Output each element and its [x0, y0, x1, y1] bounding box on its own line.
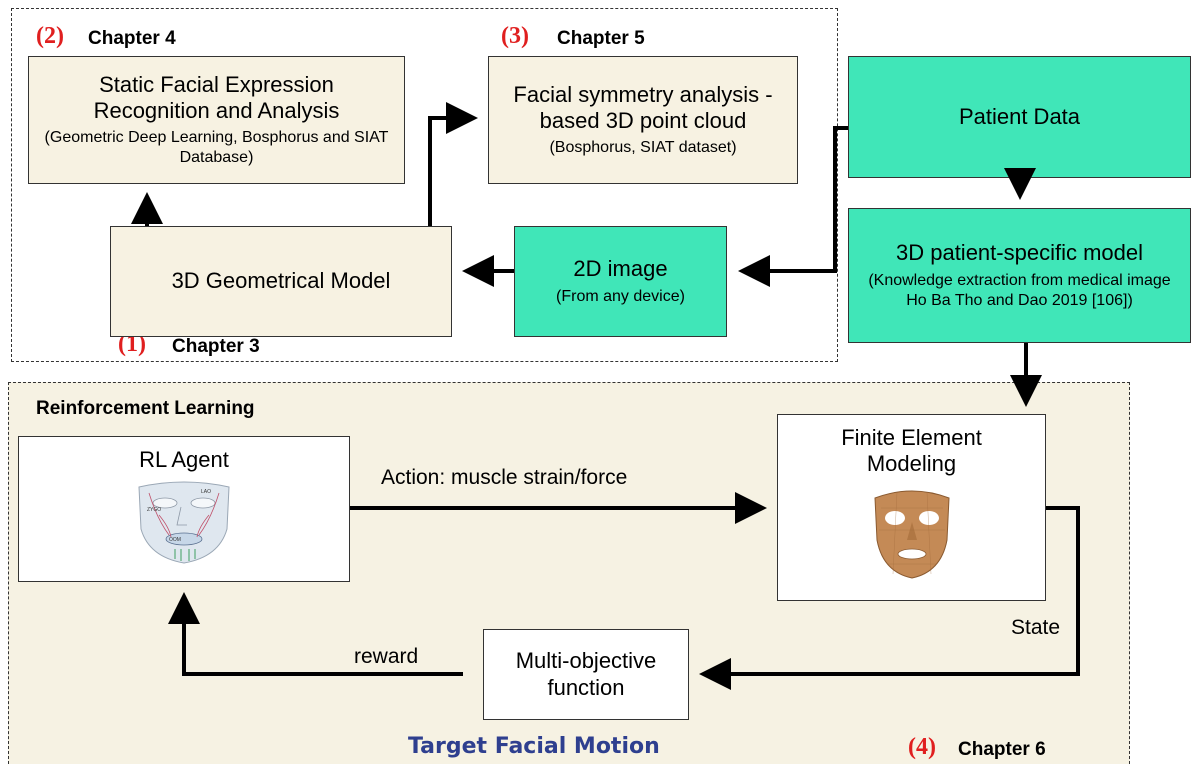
patient-model-subtitle: (Knowledge extraction from medical image… [868, 271, 1171, 309]
patient-data-title: Patient Data [958, 103, 1081, 129]
reinforcement-learning-label: Reinforcement Learning [36, 398, 255, 419]
svg-text:LAO: LAO [201, 489, 211, 495]
fem-box: Finite Element Modeling [777, 414, 1046, 601]
arrow-multi-objective-to-rl-agent [168, 592, 463, 676]
multi-objective-title: Multi-objective function [515, 648, 657, 700]
static-fer-subtitle: (Geometric Deep Learning, Bosphorus and … [44, 129, 389, 167]
chapter-3-label: Chapter 3 [172, 336, 260, 357]
patient-model-box: 3D patient-specific model (Knowledge ext… [848, 208, 1191, 343]
patient-model-title: 3D patient-specific model [895, 240, 1143, 266]
face-mesh-model-icon [873, 490, 950, 579]
chapter-6-label: Chapter 6 [958, 739, 1046, 760]
chapter-5-number: (3) [501, 23, 529, 49]
image-2d-box: 2D image (From any device) [514, 226, 727, 337]
svg-text:ZYGO: ZYGO [147, 507, 161, 513]
multi-objective-box: Multi-objective function [483, 629, 689, 720]
chapter-5-label: Chapter 5 [557, 28, 645, 49]
symmetry-analysis-box: Facial symmetry analysis - based 3D poin… [488, 56, 798, 184]
arrow-patient-data-to-2d-image [738, 126, 848, 287]
symmetry-title: Facial symmetry analysis - based 3D poin… [513, 81, 773, 133]
arrow-geometrical-to-symmetry [428, 102, 478, 226]
fem-title: Finite Element Modeling [841, 425, 982, 477]
rl-agent-title: RL Agent [139, 447, 229, 472]
geometrical-model-title: 3D Geometrical Model [171, 268, 391, 294]
svg-text:OOM: OOM [169, 537, 181, 543]
target-facial-motion-label: Target Facial Motion [408, 734, 660, 759]
symmetry-subtitle: (Bosphorus, SIAT dataset) [549, 139, 737, 157]
geometrical-model-box: 3D Geometrical Model [110, 226, 452, 337]
patient-data-box: Patient Data [848, 56, 1191, 178]
arrow-fem-to-multi-objective [699, 506, 1080, 690]
action-label: Action: muscle strain/force [381, 466, 628, 489]
static-fer-box: Static Facial Expression Recognition and… [28, 56, 405, 184]
state-label: State [1011, 616, 1061, 639]
face-muscle-map-icon: LAO ZYGO OOM [138, 481, 230, 564]
rl-agent-box: RL Agent LAO ZYGO OOM [18, 436, 350, 582]
chapter-4-number: (2) [36, 23, 64, 49]
image-2d-title: 2D image [573, 256, 668, 282]
chapter-6-number: (4) [908, 734, 936, 760]
reward-label: reward [354, 645, 419, 668]
static-fer-title: Static Facial Expression Recognition and… [93, 71, 340, 123]
chapter-4-label: Chapter 4 [88, 28, 176, 49]
image-2d-subtitle: (From any device) [556, 287, 685, 305]
